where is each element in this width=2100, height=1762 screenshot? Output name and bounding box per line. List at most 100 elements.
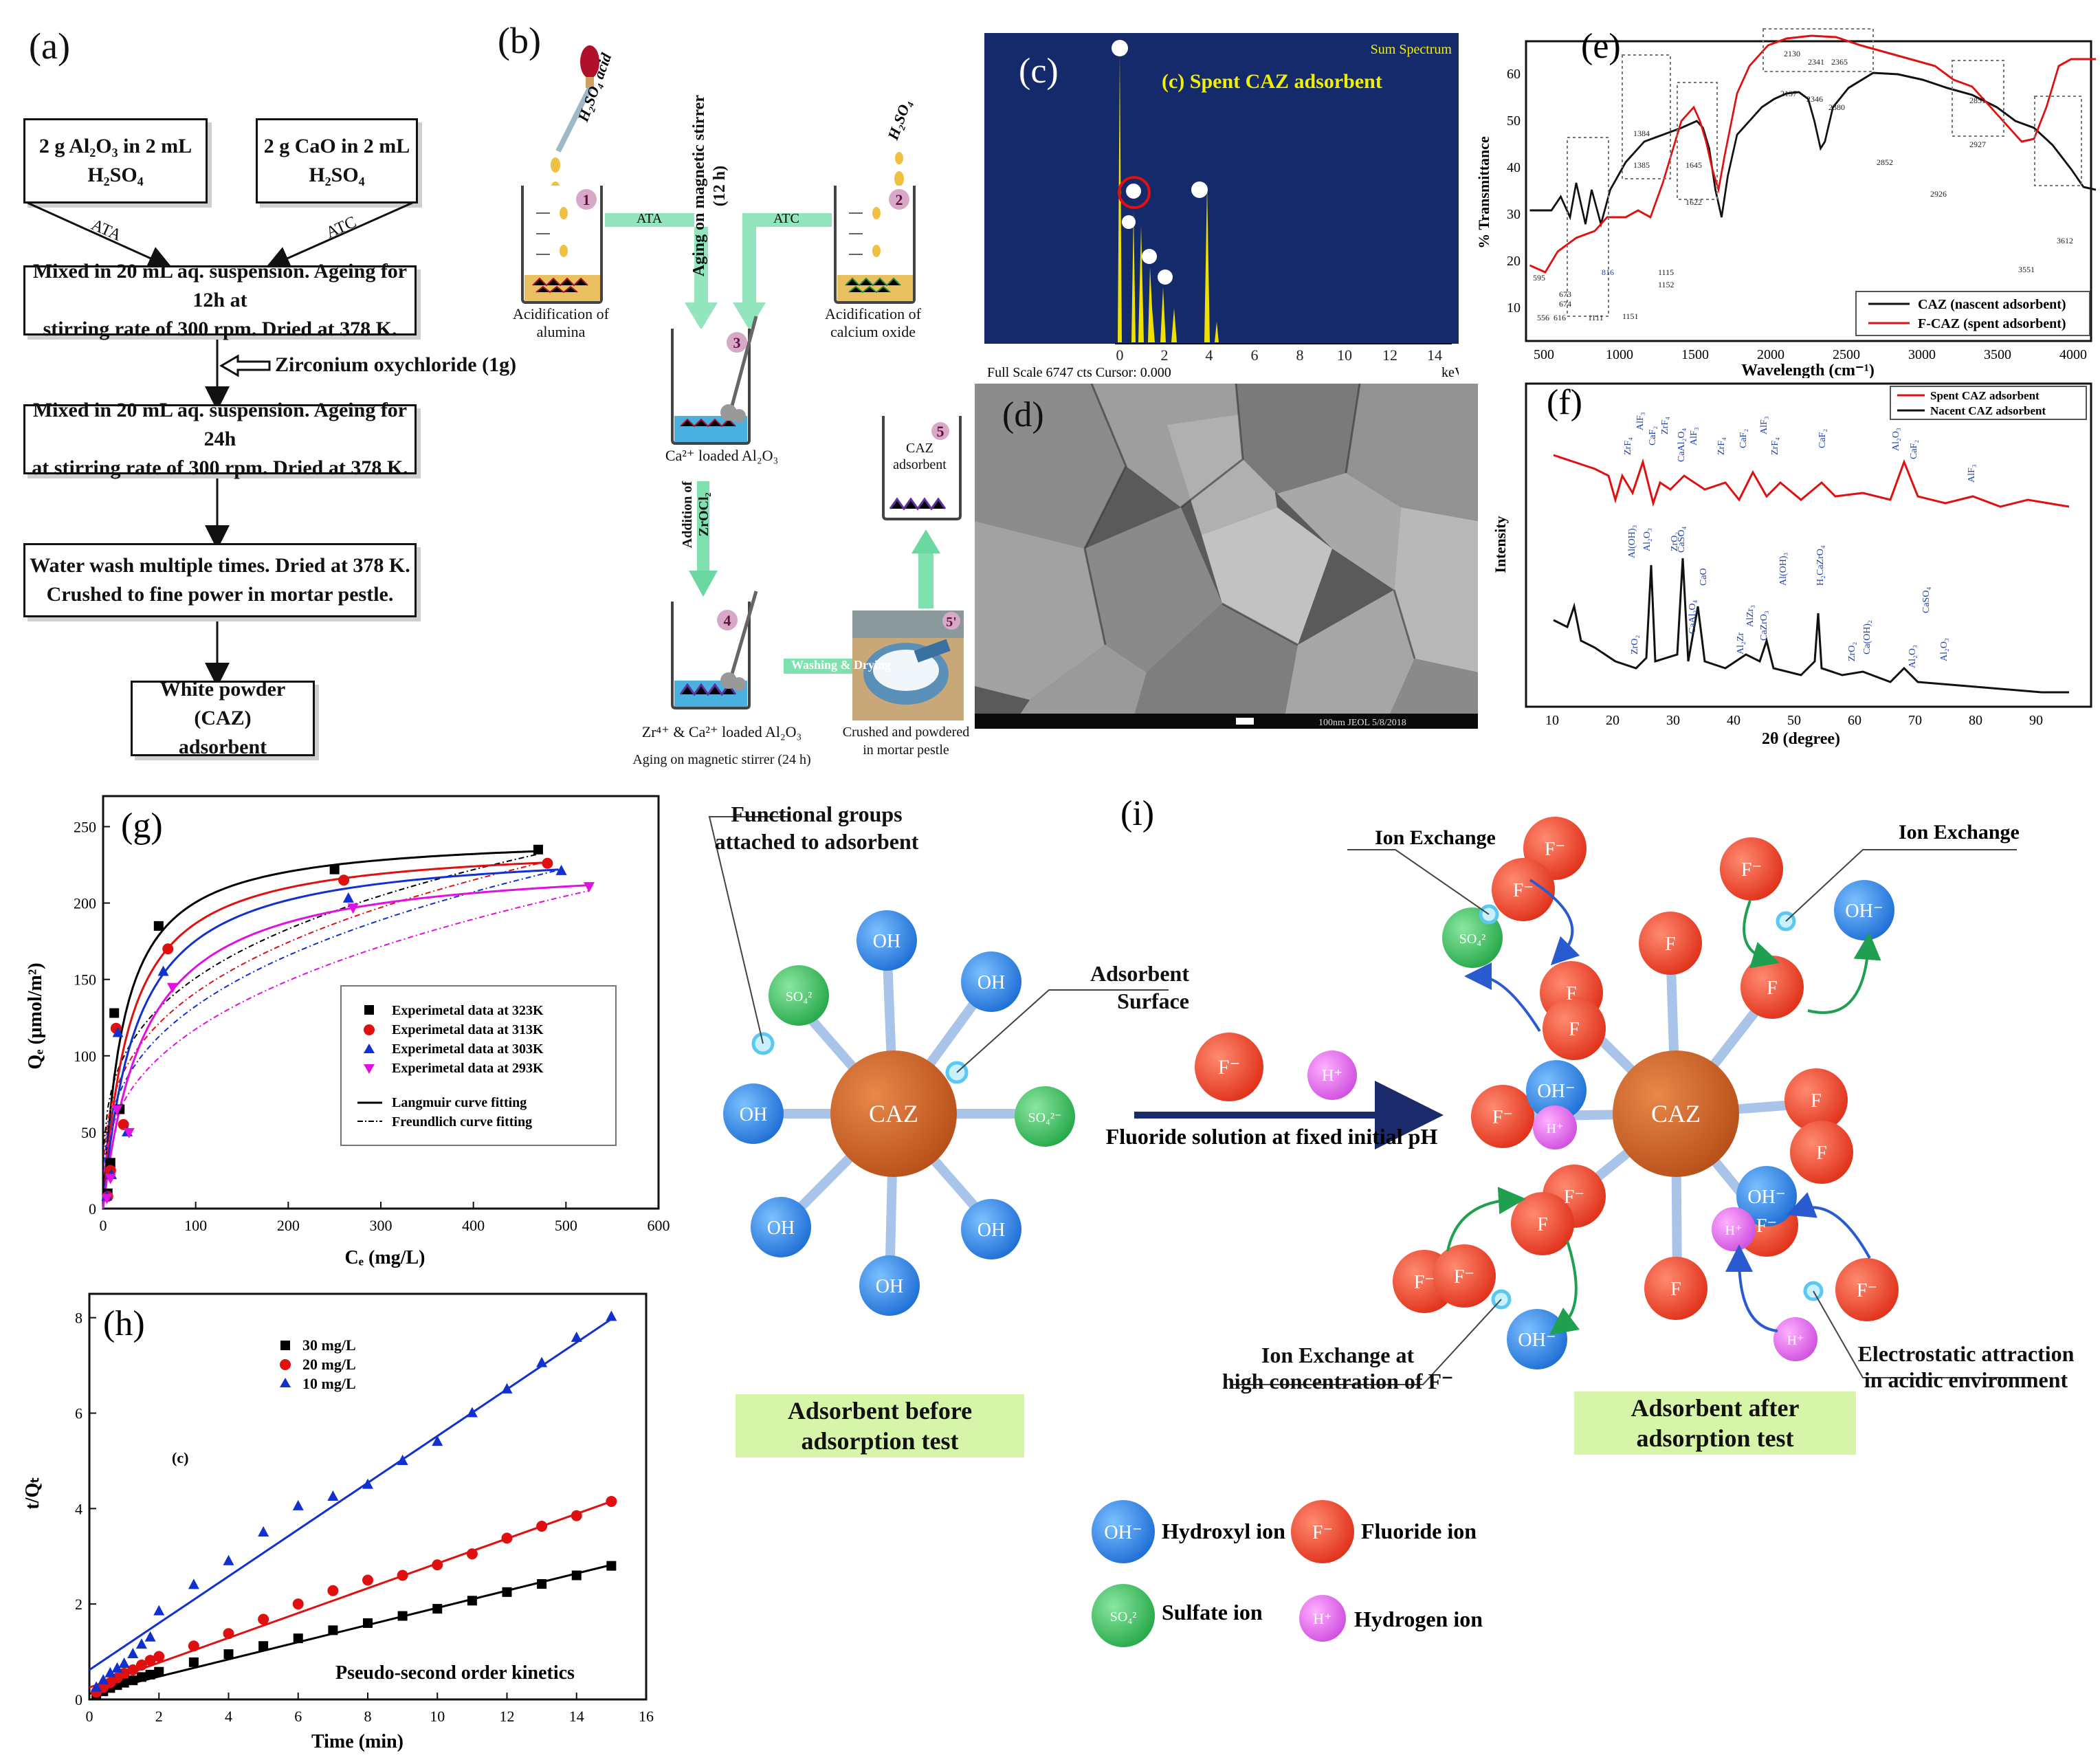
hydrogen-ions	[1533, 1105, 1817, 1361]
kinetics-point	[432, 1559, 443, 1571]
svg-text:50: 50	[1507, 113, 1521, 129]
svg-text:F: F	[1811, 1090, 1822, 1112]
svg-text:CaF₂: CaF₂	[1648, 426, 1658, 445]
panel-f-label: (f)	[1547, 383, 1582, 422]
caz-core-before	[830, 1050, 957, 1177]
isotherm-point	[104, 1174, 116, 1185]
isotherm-xtick: 400	[462, 1217, 485, 1234]
svg-text:2852: 2852	[1877, 157, 1893, 167]
functional-groups-text: Functional groups attached to adsorbent	[714, 802, 919, 854]
zr-ca-loaded-text: Zr⁴⁺ & Ca²⁺ loaded Al₂O₃	[641, 723, 802, 740]
ion-key: OH⁻ SO₄² F⁻ H⁺ Hydroxyl ion Sulfate ion …	[1092, 1500, 1483, 1647]
eds-footer: Full Scale 6747 cts Cursor: 0.000	[987, 365, 1171, 379]
svg-text:SO₄²: SO₄²	[1110, 1609, 1137, 1625]
svg-text:Al₂O₃: Al₂O₃	[1939, 638, 1949, 661]
isotherm-ytick: 100	[74, 1048, 96, 1065]
isotherm-ytick: 200	[74, 895, 96, 912]
svg-text:10: 10	[1545, 713, 1559, 728]
kinetics-point	[432, 1604, 443, 1614]
kinetics-point	[223, 1628, 234, 1640]
svg-text:F: F	[1566, 983, 1577, 1004]
svg-text:1500: 1500	[1681, 347, 1709, 362]
svg-text:CaSO₄: CaSO₄	[1921, 587, 1932, 613]
kinetics-point	[258, 1614, 269, 1625]
svg-text:60: 60	[1848, 713, 1861, 728]
svg-text:20: 20	[1507, 254, 1521, 269]
isotherm-xtick: 100	[184, 1217, 207, 1234]
svg-text:2500: 2500	[1833, 347, 1860, 362]
xrd-ylabel: Intensity	[1492, 516, 1509, 573]
kinetics-point	[128, 1675, 138, 1686]
kinetics-point	[502, 1587, 512, 1597]
zirconium-label: Zirconium oxychloride (1g)	[275, 353, 517, 376]
kinetics-ytick: 4	[75, 1500, 82, 1517]
kinetics-xtick: 2	[155, 1708, 163, 1725]
svg-text:F⁻: F⁻	[1454, 1266, 1474, 1288]
ion-exchange-high-text: Ion Exchange at high concentration of F⁻	[1222, 1343, 1453, 1394]
svg-text:616: 616	[1554, 313, 1566, 322]
ca-loaded-text: Ca²⁺ loaded Al₂O₃	[665, 447, 779, 464]
beaker-1	[521, 186, 603, 304]
kinetics-xtick: 0	[86, 1708, 93, 1725]
svg-text:816: 816	[1602, 267, 1614, 277]
kinetics-title: Pseudo-second order kinetics	[335, 1662, 575, 1684]
svg-text:F⁻: F⁻	[1857, 1280, 1877, 1301]
beaker-number-2: 2	[896, 191, 903, 208]
kinetics-point	[571, 1510, 582, 1521]
beaker-2	[834, 186, 916, 304]
kinetics-xtick: 4	[225, 1708, 232, 1725]
reactants: F⁻ H⁺	[1134, 1033, 1444, 1149]
kinetics-fit-line	[89, 1318, 612, 1671]
kinetics-point	[571, 1331, 582, 1342]
electrostatic-text: Electrostatic attraction in acidic envir…	[1857, 1341, 2075, 1392]
after-adsorption-box: Adsorbent after adsorption test	[1574, 1391, 1856, 1455]
isotherm-point	[112, 1026, 124, 1037]
caz-core-after	[1613, 1050, 1739, 1177]
acidification-cao-text: Acidification of calcium oxide	[825, 305, 921, 340]
kinetics-point	[362, 1478, 373, 1489]
svg-text:1622: 1622	[1685, 197, 1702, 207]
kinetics-point	[258, 1526, 269, 1537]
svg-text:SO₄²: SO₄²	[786, 989, 813, 1004]
svg-text:F: F	[1670, 1279, 1681, 1300]
svg-text:Langmuir curve fitting: Langmuir curve fitting	[392, 1095, 527, 1110]
kinetics-point	[127, 1664, 139, 1675]
svg-text:80: 80	[1969, 713, 1982, 728]
kinetics-point	[397, 1611, 408, 1621]
isotherm-xtick: 600	[648, 1217, 670, 1234]
kinetics-xtick: 6	[294, 1708, 302, 1725]
isotherm-ylabel: Qₑ (μmol/m²)	[25, 962, 46, 1069]
panel-i-label: (i)	[1120, 794, 1154, 833]
kinetics-point	[118, 1657, 130, 1668]
svg-text:OH⁻: OH⁻	[1518, 1330, 1556, 1351]
isotherm-xtick: 200	[277, 1217, 300, 1234]
kinetics-point	[144, 1655, 156, 1666]
svg-text:F: F	[1767, 978, 1778, 999]
panel-a-label: (a)	[29, 25, 70, 67]
kinetics-point	[327, 1490, 339, 1501]
isotherm-ytick: 150	[74, 971, 96, 989]
svg-text:4000: 4000	[2059, 347, 2087, 362]
kinetics-fit-line	[89, 1500, 612, 1689]
kinetics-point	[536, 1521, 548, 1532]
box-cao: 2 g CaO in 2 mL H₂SO₄	[256, 118, 418, 203]
kinetics-point	[188, 1640, 199, 1652]
svg-text:AlF₃: AlF₃	[1689, 427, 1699, 445]
svg-text:H⁺: H⁺	[1313, 1610, 1332, 1627]
h2so4-text: H₂SO₄	[884, 97, 915, 142]
svg-text:3551: 3551	[2018, 265, 2035, 274]
kinetics-point	[328, 1625, 338, 1636]
isotherm-point	[555, 864, 567, 875]
svg-text:Al(OH)₃: Al(OH)₃	[1778, 552, 1789, 586]
kinetics-point	[466, 1407, 478, 1418]
svg-text:CaF₂: CaF₂	[1738, 429, 1749, 448]
svg-text:4: 4	[1206, 346, 1213, 364]
svg-text:ZrF₄: ZrF₄	[1716, 437, 1727, 455]
svg-text:F: F	[1816, 1143, 1827, 1164]
isotherm-xtick: 0	[100, 1217, 107, 1234]
svg-text:30: 30	[1666, 713, 1680, 728]
svg-text:2346: 2346	[1806, 94, 1823, 104]
mortar-pestle-icon	[852, 610, 964, 720]
